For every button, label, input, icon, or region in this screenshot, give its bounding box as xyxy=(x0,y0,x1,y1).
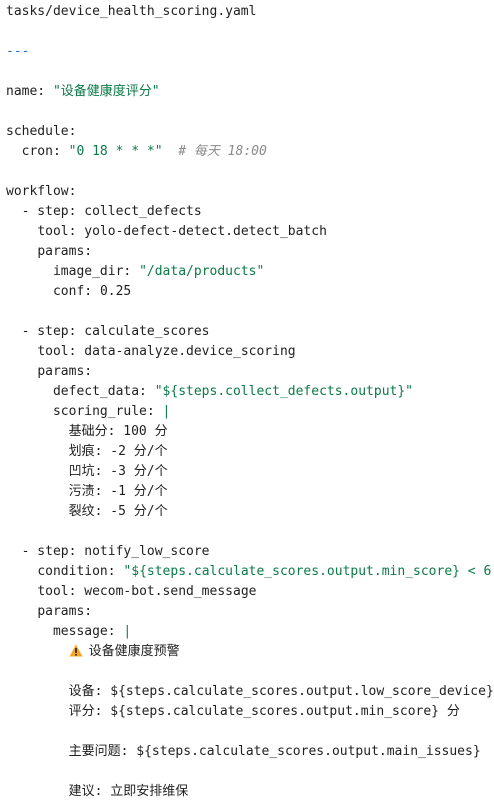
step3-value: notify_low_score xyxy=(84,544,210,559)
step2-scoring-rule-line: scoring_rule: | xyxy=(6,402,170,422)
step1-tool-key: tool: xyxy=(37,224,77,239)
message-line: 设备: ${steps.calculate_scores.output.low_… xyxy=(68,684,494,699)
file-path: tasks/device_health_scoring.yaml xyxy=(6,4,257,19)
step1-conf-value: 0.25 xyxy=(99,284,132,299)
line-workflow: workflow: xyxy=(6,182,76,202)
step2-scoring-rule-key: scoring_rule: xyxy=(52,404,155,419)
step1-conf-line: conf: 0.25 xyxy=(6,282,131,302)
rule-line: 凹坑: -3 分/个 xyxy=(68,464,168,479)
step3-line: - step: notify_low_score xyxy=(6,542,210,562)
step1-line: - step: collect_defects xyxy=(6,202,202,222)
step2-params-line: params: xyxy=(6,362,92,382)
rule-line: 裂纹: -5 分/个 xyxy=(68,504,168,519)
step1-tool-line: tool: yolo-defect-detect.detect_batch xyxy=(6,222,327,242)
name-key: name: xyxy=(6,84,46,99)
message-line: 建议: 立即安排维保 xyxy=(68,784,189,799)
step2-value: calculate_scores xyxy=(84,324,210,339)
step1-image-dir-key: image_dir: xyxy=(52,264,132,279)
step1-key: - step: xyxy=(21,204,77,219)
name-value: "设备健康度评分" xyxy=(52,84,160,99)
message-title-line: 设备健康度预警 xyxy=(6,642,180,662)
step3-condition-line: condition: "${steps.calculate_scores.out… xyxy=(6,562,491,582)
step2-defect-data-value: "${steps.collect_defects.output}" xyxy=(154,384,413,399)
step3-key: - step: xyxy=(21,544,77,559)
step2-defect-data-key: defect_data: xyxy=(52,384,147,399)
step3-message-key: message: xyxy=(52,624,116,639)
step2-line: - step: calculate_scores xyxy=(6,322,210,342)
step2-tool-key: tool: xyxy=(37,344,77,359)
step2-tool-value: data-analyze.device_scoring xyxy=(84,344,296,359)
message-title: 设备健康度预警 xyxy=(88,644,180,659)
step2-key: - step: xyxy=(21,324,77,339)
rule-line: 划痕: -2 分/个 xyxy=(68,444,168,459)
schedule-key: schedule: xyxy=(6,124,77,139)
step3-condition-key: condition: xyxy=(37,564,116,579)
step3-params-line: params: xyxy=(6,602,92,622)
cron-key: cron: xyxy=(21,144,61,159)
workflow-key: workflow: xyxy=(6,184,77,199)
yaml-separator: --- xyxy=(6,44,30,59)
line-name: name: "设备健康度评分" xyxy=(6,82,160,102)
cron-value: "0 18 * * *" xyxy=(68,144,163,159)
step3-condition-value: "${steps.calculate_scores.output.min_sco… xyxy=(123,564,492,579)
code-viewer: tasks/device_health_scoring.yaml --- nam… xyxy=(6,4,494,799)
step1-params-key: params: xyxy=(37,244,93,259)
step1-conf-key: conf: xyxy=(52,284,93,299)
cron-comment: # 每天 18:00 xyxy=(178,144,267,159)
step2-tool-line: tool: data-analyze.device_scoring xyxy=(6,342,296,362)
step1-value: collect_defects xyxy=(84,204,202,219)
line-schedule: schedule: xyxy=(6,122,76,142)
step1-params-line: params: xyxy=(6,242,92,262)
step3-tool-line: tool: wecom-bot.send_message xyxy=(6,582,256,602)
rule-line: 基础分: 100 分 xyxy=(68,424,168,439)
step3-params-key: params: xyxy=(37,604,93,619)
rule-line: 污渍: -1 分/个 xyxy=(68,484,168,499)
step1-image-dir-line: image_dir: "/data/products" xyxy=(6,262,264,282)
step3-message-line: message: | xyxy=(6,622,131,642)
step1-image-dir-value: "/data/products" xyxy=(139,264,265,279)
step2-params-key: params: xyxy=(37,364,93,379)
step1-tool-value: yolo-defect-detect.detect_batch xyxy=(84,224,327,239)
line-cron: cron: "0 18 * * *" # 每天 18:00 xyxy=(6,142,267,162)
step2-scoring-rule-pipe: | xyxy=(162,404,171,419)
warning-triangle-icon xyxy=(69,644,83,657)
step2-defect-data-line: defect_data: "${steps.collect_defects.ou… xyxy=(6,382,413,402)
message-line: 主要问题: ${steps.calculate_scores.output.ma… xyxy=(68,744,481,759)
step3-message-pipe: | xyxy=(123,624,132,639)
step3-tool-value: wecom-bot.send_message xyxy=(84,584,257,599)
step3-tool-key: tool: xyxy=(37,584,77,599)
message-line: 评分: ${steps.calculate_scores.output.min_… xyxy=(68,704,460,719)
